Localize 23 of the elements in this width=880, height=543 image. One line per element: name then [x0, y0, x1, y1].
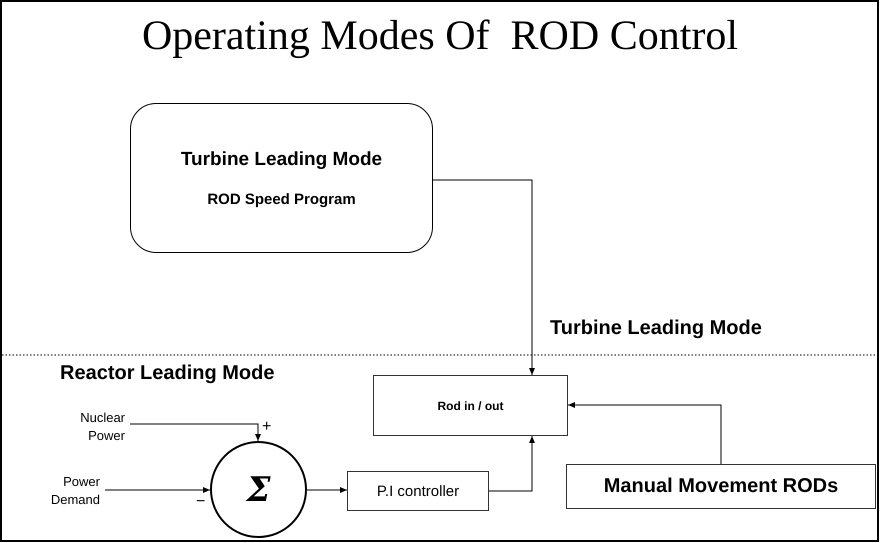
box-title: P.I controller [376, 482, 460, 500]
input-label: Nuclear Power [79, 409, 125, 445]
diagram-title: Operating Modes Of ROD Control [140, 12, 740, 60]
box-subtitle: ROD Speed Program [207, 190, 356, 208]
box-title: Turbine Leading Mode [180, 148, 382, 170]
arrow [130, 424, 261, 442]
sign-label: + [262, 418, 272, 436]
process-box [347, 471, 489, 511]
arrow [306, 487, 348, 493]
box-title: Manual Movement RODs [604, 475, 838, 498]
process-box [566, 464, 876, 509]
sigma-symbol: Σ [246, 470, 271, 510]
arrow [488, 436, 535, 492]
sign-label: − [196, 493, 206, 511]
arrow [104, 487, 210, 493]
section-heading: Turbine Leading Mode [550, 317, 762, 340]
process-box [373, 375, 568, 436]
box-title: Rod in / out [438, 398, 504, 412]
input-label: Power Demand [50, 473, 100, 509]
section-heading: Reactor Leading Mode [60, 362, 274, 385]
arrow [432, 180, 535, 376]
arrow [568, 402, 722, 464]
mode-box [130, 103, 433, 253]
